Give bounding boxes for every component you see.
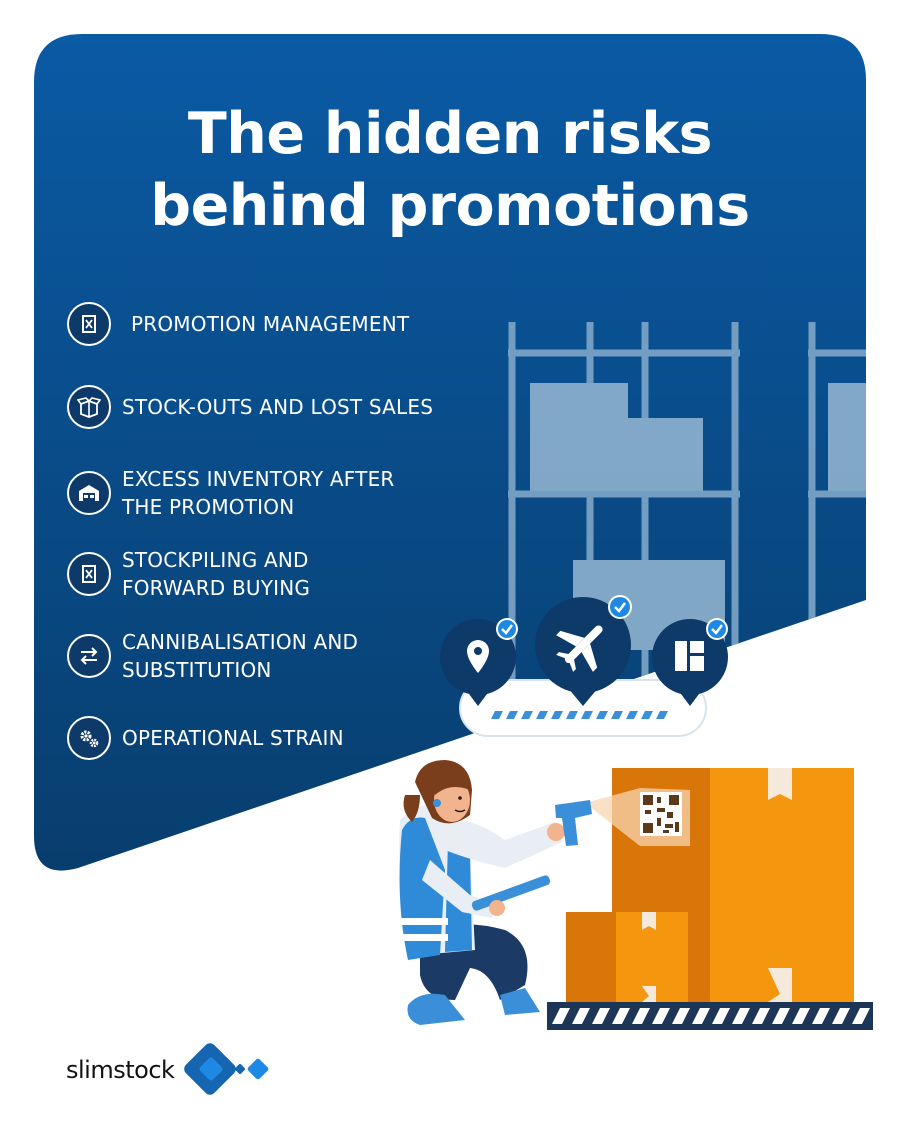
open-box-icon [67,385,111,429]
gears-icon [67,716,111,760]
page-title: The hidden risks behind promotions [0,98,900,242]
warehouse-worker-illustration [396,760,592,1025]
airplane-pin-icon [535,595,632,706]
warehouse-icon [67,471,111,515]
risk-item-stockpiling: STOCKPILING AND FORWARD BUYING [67,546,310,602]
risk-item-excess-inventory: EXCESS INVENTORY AFTER THE PROMOTION [67,465,395,521]
brand-logo: slimstock [66,1040,274,1100]
swap-arrows-icon [67,634,111,678]
grid-pin-icon [652,618,728,706]
risk-label: OPERATIONAL STRAIN [122,726,344,750]
risk-item-promotion-management: PROMOTION MANAGEMENT [67,300,409,348]
brand-name: slimstock [66,1056,175,1084]
promotion-tag-icon [67,302,111,346]
promotion-tag-icon [67,552,111,596]
risk-label: STOCKPILING AND FORWARD BUYING [122,548,311,600]
risk-item-stock-outs: STOCK-OUTS AND LOST SALES [67,383,433,431]
pallet [547,1002,873,1030]
brand-mark-icon [184,1043,269,1095]
risk-label: CANNIBALISATION AND SUBSTITUTION [122,630,359,682]
risk-label: PROMOTION MANAGEMENT [131,312,410,336]
tray-progress [491,711,671,719]
risk-label: EXCESS INVENTORY AFTER THE PROMOTION [122,467,395,519]
risk-item-cannibalisation: CANNIBALISATION AND SUBSTITUTION [67,628,358,684]
risk-item-operational-strain: OPERATIONAL STRAIN [67,714,344,762]
location-pin-icon [440,618,518,706]
title-line-1: The hidden risks [187,101,713,167]
title-line-2: behind promotions [150,173,750,239]
cardboard-boxes [566,768,854,1002]
risk-label: STOCK-OUTS AND LOST SALES [122,395,434,419]
